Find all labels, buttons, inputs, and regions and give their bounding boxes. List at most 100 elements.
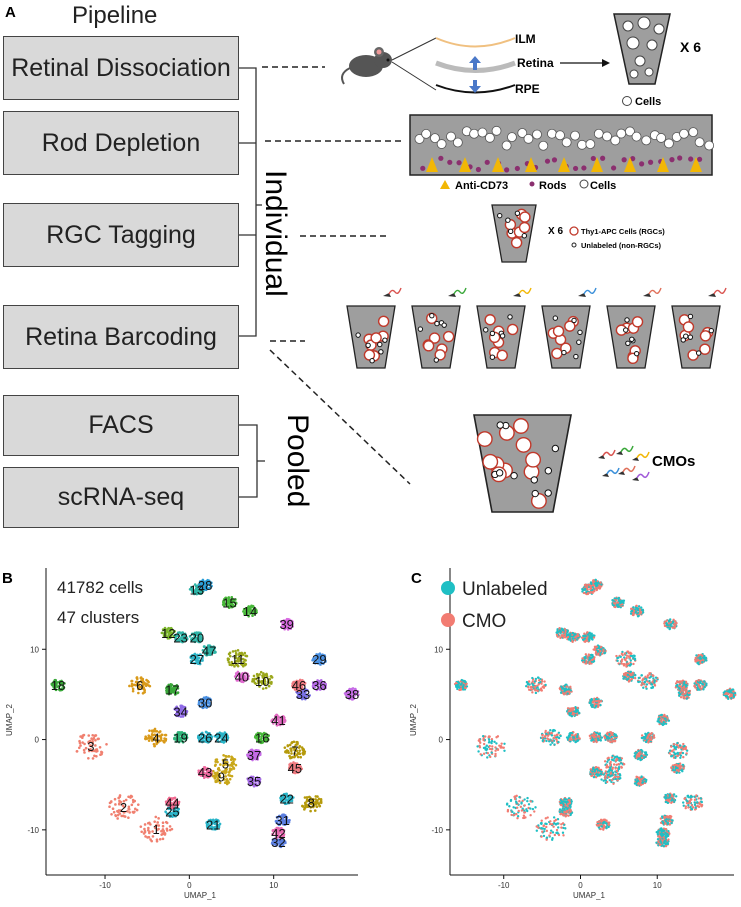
x-tick-label: -10 bbox=[99, 881, 111, 890]
y-tick-label: 10 bbox=[434, 645, 443, 654]
non-rgc-cell bbox=[561, 349, 567, 356]
cluster-label: 16 bbox=[255, 730, 269, 745]
non-rgc-cell bbox=[489, 354, 496, 360]
cluster-blob bbox=[108, 794, 140, 820]
anti-cd73-mark bbox=[657, 157, 669, 172]
cluster-label: 17 bbox=[165, 683, 179, 698]
rgc-cell bbox=[476, 431, 493, 447]
y-tick-label: 10 bbox=[30, 645, 39, 654]
non-rgc-cell bbox=[629, 336, 635, 343]
b-ylabel: UMAP_2 bbox=[5, 703, 14, 736]
cluster-blob bbox=[164, 796, 181, 810]
non-rgc-cell bbox=[369, 357, 375, 364]
cluster-label: 31 bbox=[275, 813, 289, 828]
cmo-cluster-blob bbox=[565, 731, 581, 744]
panel-a-letter: A bbox=[5, 4, 16, 21]
non-rgc-cell bbox=[355, 332, 361, 338]
cluster-label: 5 bbox=[222, 757, 229, 772]
cmo-cluster-blob bbox=[588, 766, 603, 779]
cluster-label: 22 bbox=[279, 791, 293, 806]
non-rgc-cell bbox=[507, 228, 514, 235]
cluster-label: 8 bbox=[308, 796, 315, 811]
x-tick-label: -10 bbox=[498, 881, 510, 890]
rgc-cell bbox=[482, 453, 499, 470]
cluster-blob bbox=[311, 679, 328, 692]
rgc-cell bbox=[564, 320, 576, 332]
dish-cell bbox=[561, 137, 572, 148]
dish-cell bbox=[414, 134, 425, 144]
cmo-cluster-blob bbox=[558, 796, 573, 809]
non-rgc-cell bbox=[377, 341, 383, 348]
non-rgc-cell bbox=[434, 320, 440, 327]
dish-cell bbox=[484, 132, 495, 143]
y-tick-label: 0 bbox=[35, 736, 40, 745]
cluster-label: 24 bbox=[214, 730, 228, 745]
cmo-cluster-blob bbox=[659, 814, 674, 826]
cluster-blob bbox=[173, 730, 189, 744]
rod-legend-rods: Rods bbox=[539, 180, 567, 192]
b-clusters-text: 47 clusters bbox=[57, 608, 139, 627]
anti-cd73-mark bbox=[426, 157, 438, 172]
dish-cell bbox=[577, 139, 587, 150]
layer-ilm-label: ILM bbox=[515, 32, 536, 46]
legend-unlabeled-label: Unlabeled bbox=[462, 579, 548, 600]
y-tick-label: -10 bbox=[27, 826, 39, 835]
dish-rod bbox=[677, 155, 683, 161]
pipeline-diagram: ILM Retina RPE X 6 Cells Anti-CD73 Rods … bbox=[239, 13, 727, 513]
non-rgc-cell bbox=[680, 337, 686, 343]
cells-label: Cells bbox=[635, 96, 661, 108]
cmo-cluster-blob bbox=[566, 706, 581, 718]
cluster-blob bbox=[201, 644, 217, 657]
dish-rod bbox=[621, 157, 627, 163]
cmo-cluster-blob bbox=[722, 687, 737, 701]
non-rgc-cell bbox=[507, 314, 513, 320]
cluster-blob bbox=[253, 731, 271, 745]
cmo-cluster-blob bbox=[667, 741, 689, 760]
cmo-cluster-blob bbox=[629, 604, 645, 618]
barcode-tube bbox=[346, 287, 402, 369]
barcode-tube bbox=[671, 287, 727, 369]
panel-b-letter: B bbox=[2, 570, 13, 587]
anti-cd73-mark bbox=[525, 157, 537, 172]
rgc-cell bbox=[370, 332, 382, 344]
cluster-label: 20 bbox=[190, 630, 204, 645]
cluster-blob bbox=[274, 813, 291, 827]
non-rgc-cell bbox=[708, 327, 714, 334]
dish-rod bbox=[504, 167, 510, 173]
cmo-cluster-blob bbox=[694, 653, 708, 666]
retina-layers bbox=[435, 37, 516, 94]
non-rgc-cell bbox=[573, 353, 579, 360]
non-rgc-cell bbox=[544, 467, 553, 475]
dish-cell bbox=[517, 128, 528, 138]
cluster-label: 9 bbox=[218, 770, 225, 785]
dish-cell bbox=[547, 128, 557, 139]
anti-cd73-mark bbox=[591, 157, 603, 172]
non-rgc-cell bbox=[687, 313, 694, 320]
cmo-cluster-blob bbox=[633, 775, 648, 787]
dish-rod bbox=[669, 157, 675, 163]
non-rgc-cell bbox=[483, 327, 489, 333]
non-rgc-cell bbox=[382, 337, 388, 343]
cluster-label: 11 bbox=[231, 652, 245, 667]
dish-cell bbox=[641, 135, 652, 146]
cluster-blob bbox=[280, 617, 294, 631]
cmo-cluster-blob bbox=[693, 679, 708, 691]
non-rgc-cell bbox=[521, 233, 528, 239]
non-rgc-cell bbox=[489, 330, 496, 337]
cmo-cluster-blob bbox=[535, 816, 567, 841]
cluster-blob bbox=[139, 815, 174, 843]
rgc-cell bbox=[515, 436, 532, 453]
anti-cd73-mark bbox=[459, 157, 471, 172]
barcode-tube bbox=[606, 287, 662, 369]
cluster-blob bbox=[173, 704, 189, 718]
cmo-cluster-blob bbox=[588, 696, 604, 709]
dish-cell bbox=[452, 137, 463, 148]
non-rgc-cell bbox=[365, 342, 371, 349]
cmo-cluster-blob bbox=[558, 683, 573, 696]
cluster-label: 45 bbox=[288, 761, 302, 776]
cluster-blob bbox=[75, 733, 108, 760]
step-retinal-dissociation: Retinal Dissociation bbox=[3, 36, 239, 100]
cluster-label: 44 bbox=[165, 796, 179, 811]
dish-cell bbox=[610, 135, 621, 146]
